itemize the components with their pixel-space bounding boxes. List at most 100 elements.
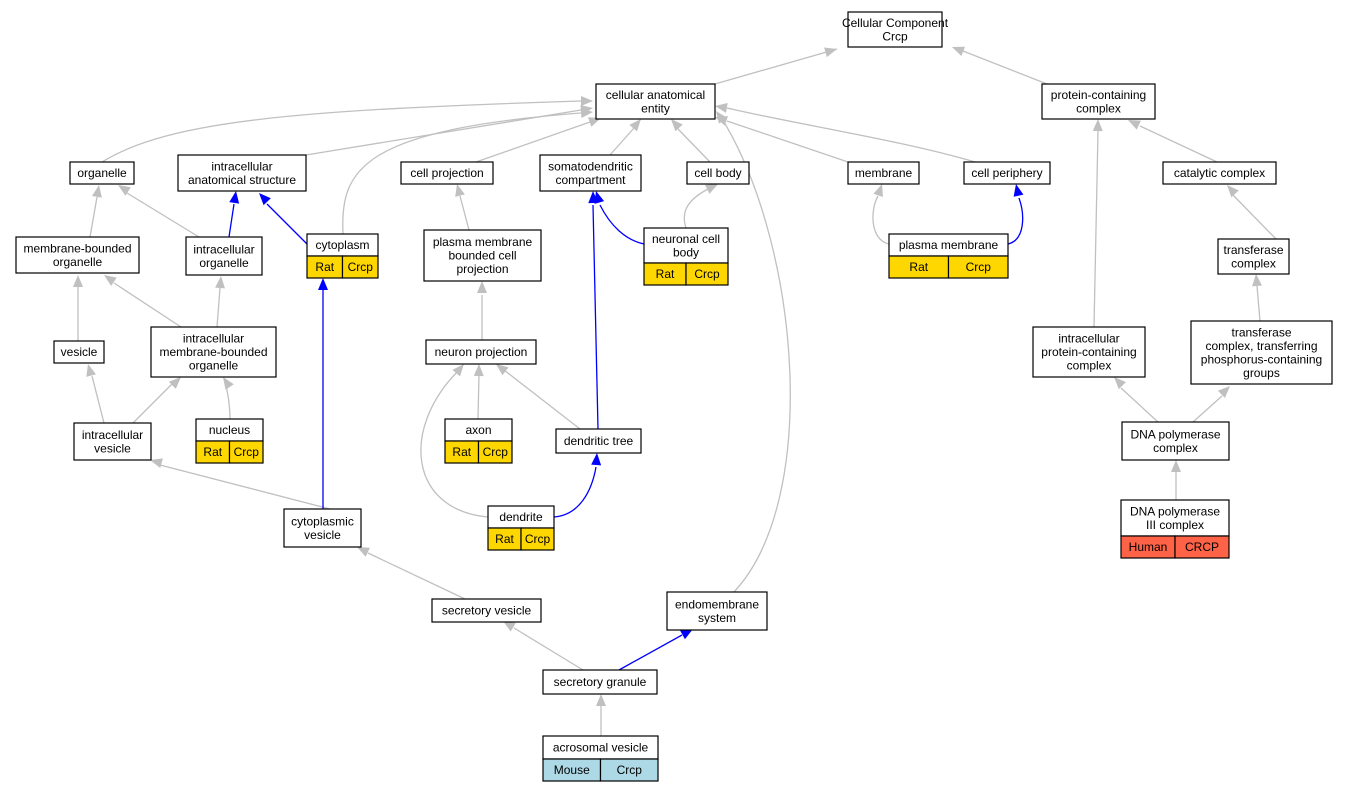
gene-cell-box [228, 440, 264, 464]
node-label: catalytic complex [1174, 166, 1265, 180]
node-label: membrane-bounded [23, 241, 131, 255]
node-organelle[interactable]: organelle [69, 161, 135, 185]
arrowhead-icon [223, 377, 234, 390]
node-label: nucleus [209, 423, 250, 437]
is-a-edge-15 [726, 107, 976, 163]
node-box [150, 326, 277, 378]
arrowhead-icon [86, 364, 96, 377]
arrowhead-icon [680, 629, 693, 640]
is-a-edge-2 [1139, 125, 1218, 163]
node-vesicle[interactable]: vesicle [53, 340, 105, 364]
arrowhead-icon [118, 185, 131, 196]
node-label: phosphorus-containing [1201, 352, 1322, 366]
is-a-edge-24 [132, 382, 174, 424]
node-label: complex [1076, 101, 1121, 115]
is-a-edge-36 [872, 195, 890, 245]
species-cell: Rat [909, 260, 928, 274]
node-secretory-granule[interactable]: secretory granule [542, 669, 658, 695]
node-membrane[interactable]: membrane [847, 161, 920, 185]
species-cell: Human [1129, 540, 1168, 554]
arrowhead-icon [596, 694, 606, 706]
arrowhead-icon [318, 278, 328, 290]
node-label: vesicle [94, 441, 131, 455]
node-label: membrane [855, 166, 913, 180]
node-box [1121, 421, 1230, 461]
arrowhead-icon [671, 119, 683, 132]
part-of-edge-40 [592, 204, 599, 430]
node-label: dendritic tree [564, 434, 634, 448]
species-cell: Mouse [554, 763, 590, 777]
node-label: system [698, 611, 736, 625]
arrowhead-icon [496, 364, 509, 376]
node-label: cytoplasm [315, 238, 369, 252]
node-label: cytoplasmic [291, 514, 354, 528]
node-label: III complex [1146, 518, 1204, 532]
node-label: intracellular [193, 242, 254, 256]
node-cell-body[interactable]: cell body [686, 161, 750, 185]
arrowhead-icon [594, 191, 605, 204]
is-a-edge-11 [475, 121, 591, 163]
is-a-edge-33 [503, 369, 581, 430]
node-label: neuron projection [435, 345, 528, 359]
node-label: somatodendritic [548, 159, 633, 173]
node-label: DNA polymerase [1130, 427, 1220, 441]
is-a-edge-4 [1256, 285, 1261, 322]
gene-cell-box [947, 255, 1009, 279]
node-secretory-vesicle[interactable]: secretory vesicle [431, 598, 542, 623]
node-neuron-projection[interactable]: neuron projection [425, 339, 537, 365]
arrowhead-icon [104, 275, 117, 286]
is-a-edge-21 [113, 282, 182, 328]
is-a-edge-7 [1192, 395, 1223, 423]
is-a-edge-23 [91, 375, 105, 424]
gene-cell-box [520, 527, 555, 551]
arrowhead-icon [73, 275, 83, 287]
node-cell-projection[interactable]: cell projection [400, 161, 494, 185]
part-of-edge-43 [1007, 197, 1024, 245]
node-cell-periphery[interactable]: cell periphery [963, 161, 1051, 185]
node-box [53, 340, 105, 364]
arrowhead-icon [629, 119, 641, 132]
arrowhead-icon [1217, 386, 1230, 398]
node-catalytic-complex[interactable]: catalytic complex [1162, 161, 1277, 185]
is-a-edge-12 [609, 127, 635, 156]
node-box [555, 428, 642, 454]
is-a-edge-14 [726, 120, 849, 163]
node-label: transferase [1231, 325, 1291, 339]
arrowhead-icon [716, 111, 728, 124]
node-label: organelle [53, 255, 103, 269]
is-a-edge-35 [683, 187, 711, 229]
node-dendritic-tree[interactable]: dendritic tree [555, 428, 642, 454]
node-label: dendrite [499, 510, 543, 524]
node-box [643, 227, 729, 264]
species-cell: Rat [203, 445, 222, 459]
node-label: protein-containing [1041, 345, 1136, 359]
arrowhead-icon [455, 184, 465, 197]
part-of-edge-37 [266, 203, 308, 245]
